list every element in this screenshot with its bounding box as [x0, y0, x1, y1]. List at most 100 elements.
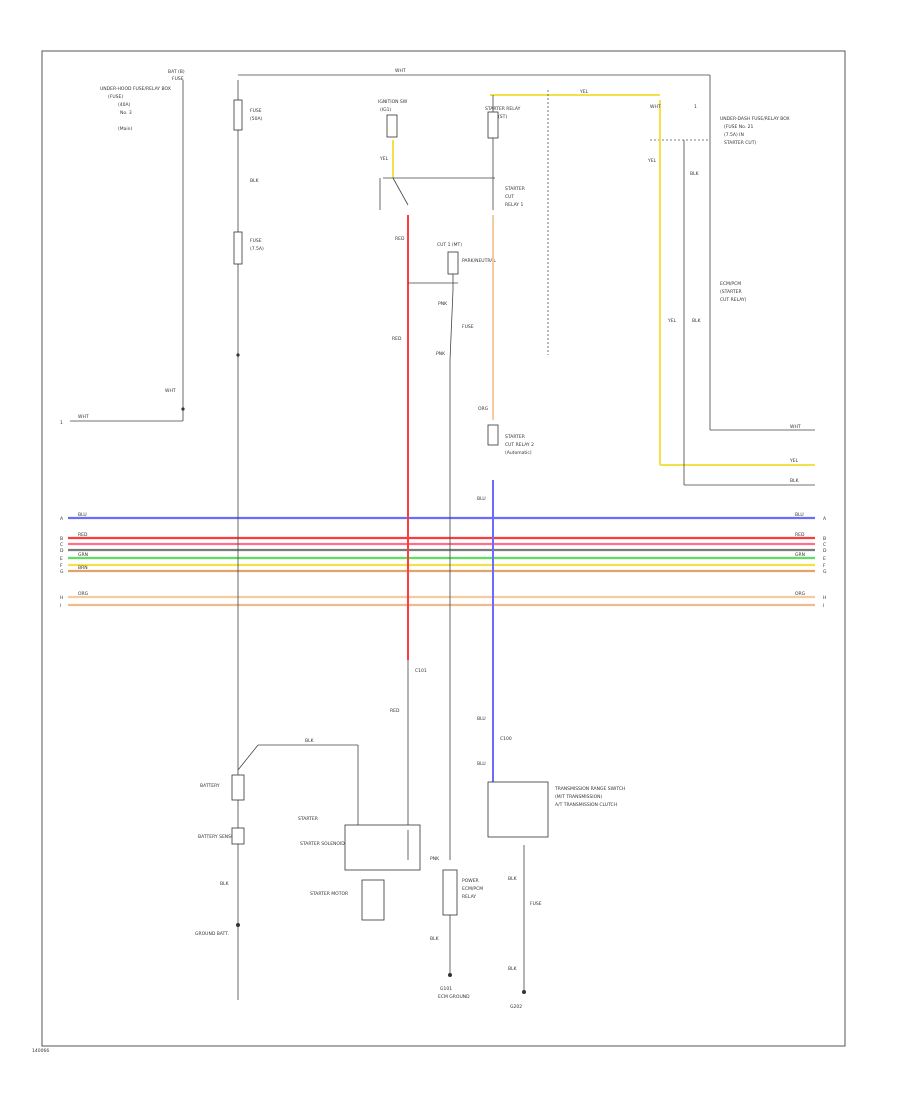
svg-text:G: G: [60, 569, 64, 575]
svg-text:BLU: BLU: [477, 496, 486, 502]
svg-text:(7.5A) IN: (7.5A) IN: [724, 132, 744, 138]
svg-text:A: A: [823, 516, 827, 522]
svg-text:STARTER RELAY: STARTER RELAY: [485, 106, 521, 112]
battery-section: BLK BATTERY BATTERY SENSOR BLK GROUND BA…: [195, 738, 359, 937]
svg-text:B: B: [823, 536, 826, 542]
svg-text:G202: G202: [510, 1004, 522, 1010]
ignition-switch-section: IGNITION SW (IG1) YEL STARTER RELAY (ST)…: [378, 89, 660, 210]
ecm-ground-section: POWER ECM/PCM RELAY PNK BLK G101 ECM GRO…: [430, 856, 483, 1000]
svg-text:F: F: [823, 563, 826, 569]
svg-text:G101: G101: [440, 986, 452, 992]
svg-text:GROUND BATT.: GROUND BATT.: [195, 931, 229, 937]
svg-text:I: I: [60, 603, 61, 609]
svg-text:YEL: YEL: [667, 318, 677, 324]
svg-text:F: F: [60, 563, 63, 569]
svg-text:TRANSMISSION RANGE SWITCH: TRANSMISSION RANGE SWITCH: [554, 786, 625, 792]
svg-text:BLK: BLK: [220, 881, 230, 887]
svg-text:WHT: WHT: [650, 104, 661, 110]
svg-text:(Automatic): (Automatic): [505, 450, 532, 456]
svg-text:BLU: BLU: [477, 761, 486, 767]
svg-text:C: C: [60, 542, 63, 548]
svg-text:E: E: [823, 556, 826, 562]
svg-text:BLK: BLK: [305, 738, 315, 744]
svg-text:RED: RED: [392, 336, 402, 342]
svg-text:C101: C101: [415, 668, 427, 674]
svg-text:GRN: GRN: [795, 552, 805, 558]
svg-text:BRN: BRN: [78, 565, 88, 571]
svg-text:STARTER: STARTER: [505, 186, 525, 192]
svg-text:A/T TRANSMISSION CLUTCH: A/T TRANSMISSION CLUTCH: [555, 802, 617, 808]
svg-text:(FUSE No. 21: (FUSE No. 21: [724, 124, 754, 130]
svg-text:STARTER CUT): STARTER CUT): [724, 140, 756, 146]
underhood-fuse-section: UNDER-HOOD FUSE/RELAY BOX (FUSE) (40A) N…: [60, 69, 264, 1000]
diagram-frame: [41, 50, 846, 1047]
svg-text:YEL: YEL: [579, 89, 589, 95]
svg-text:STARTER MOTOR: STARTER MOTOR: [310, 891, 348, 897]
page-id: 140066: [32, 1048, 49, 1054]
svg-text:(FUSE): (FUSE): [108, 94, 123, 100]
fuse-1: [233, 99, 243, 131]
svg-text:BATTERY: BATTERY: [200, 783, 220, 789]
svg-text:BLK: BLK: [430, 936, 440, 942]
svg-text:(IG1): (IG1): [380, 107, 391, 113]
svg-text:YEL: YEL: [379, 156, 389, 162]
svg-text:PNK: PNK: [436, 351, 446, 357]
svg-text:YEL: YEL: [789, 458, 799, 464]
svg-text:BLK: BLK: [690, 171, 700, 177]
svg-text:CUT: CUT: [505, 194, 514, 200]
svg-text:PARK/NEUTRAL: PARK/NEUTRAL: [462, 258, 496, 264]
bus-left-terminals: ABC DEF GHI: [60, 516, 64, 609]
svg-text:BATTERY SENSOR: BATTERY SENSOR: [198, 834, 238, 840]
color-buses: ABC DEF GHI ABC DEF GHI BLU RED GRN BRN …: [60, 512, 827, 609]
svg-text:FUSE: FUSE: [462, 324, 474, 330]
svg-text:G: G: [823, 569, 827, 575]
svg-text:(Main): (Main): [118, 126, 132, 132]
svg-text:BLK: BLK: [790, 478, 800, 484]
svg-text:1: 1: [694, 104, 697, 110]
svg-text:ORG: ORG: [78, 591, 89, 597]
svg-text:CUT 1 (MT): CUT 1 (MT): [437, 242, 462, 248]
svg-text:FUSE: FUSE: [250, 108, 262, 114]
svg-text:C: C: [823, 542, 826, 548]
svg-text:FUSE: FUSE: [530, 901, 542, 907]
svg-text:ECM/PCM: ECM/PCM: [720, 281, 741, 287]
svg-text:C100: C100: [500, 736, 512, 742]
svg-text:RELAY 1: RELAY 1: [505, 202, 523, 208]
svg-text:CUT RELAY 2: CUT RELAY 2: [505, 442, 534, 448]
svg-text:PNK: PNK: [430, 856, 440, 862]
svg-text:FUSE: FUSE: [172, 76, 184, 82]
svg-text:D: D: [60, 548, 64, 554]
svg-text:WHT: WHT: [395, 68, 406, 74]
svg-text:(ST): (ST): [498, 114, 507, 120]
svg-text:POWER: POWER: [462, 878, 479, 884]
svg-text:RED: RED: [78, 532, 88, 538]
svg-text:BLU: BLU: [477, 716, 486, 722]
svg-text:UNDER-HOOD FUSE/RELAY BOX: UNDER-HOOD FUSE/RELAY BOX: [100, 86, 171, 92]
svg-text:RELAY: RELAY: [462, 894, 476, 900]
clutch-relay: CUT 1 (MT) PARK/NEUTRAL PNK FUSE PNK: [408, 242, 496, 860]
svg-text:E: E: [60, 556, 63, 562]
starter-section: STARTER STARTER SOLENOID STARTER MOTOR: [298, 816, 421, 921]
svg-text:BAT (B): BAT (B): [168, 69, 185, 75]
svg-text:BLK: BLK: [508, 876, 518, 882]
svg-text:STARTER SOLENOID: STARTER SOLENOID: [300, 841, 345, 847]
battery-icon: [231, 774, 245, 801]
svg-text:BLU: BLU: [78, 512, 87, 518]
svg-text:RED: RED: [395, 236, 405, 242]
svg-text:BLK: BLK: [692, 318, 702, 324]
svg-text:IGNITION SW: IGNITION SW: [378, 99, 408, 105]
svg-text:(40A): (40A): [118, 102, 131, 108]
svg-text:H: H: [823, 595, 826, 601]
svg-text:No. 3: No. 3: [120, 110, 132, 116]
svg-text:ORG: ORG: [478, 406, 489, 412]
svg-text:ECM/PCM: ECM/PCM: [462, 886, 483, 892]
underdash-fuse-section: UNDER-DASH FUSE/RELAY BOX (FUSE No. 21 (…: [647, 100, 815, 486]
svg-text:ORG: ORG: [795, 591, 806, 597]
svg-text:1: 1: [60, 420, 63, 426]
svg-text:BLK: BLK: [250, 178, 260, 184]
svg-text:STARTER: STARTER: [298, 816, 318, 822]
svg-text:FUSE: FUSE: [250, 238, 262, 244]
transmission-range-section: TRANSMISSION RANGE SWITCH (M/T TRANSMISS…: [487, 781, 625, 1010]
svg-text:BLK: BLK: [508, 966, 518, 972]
